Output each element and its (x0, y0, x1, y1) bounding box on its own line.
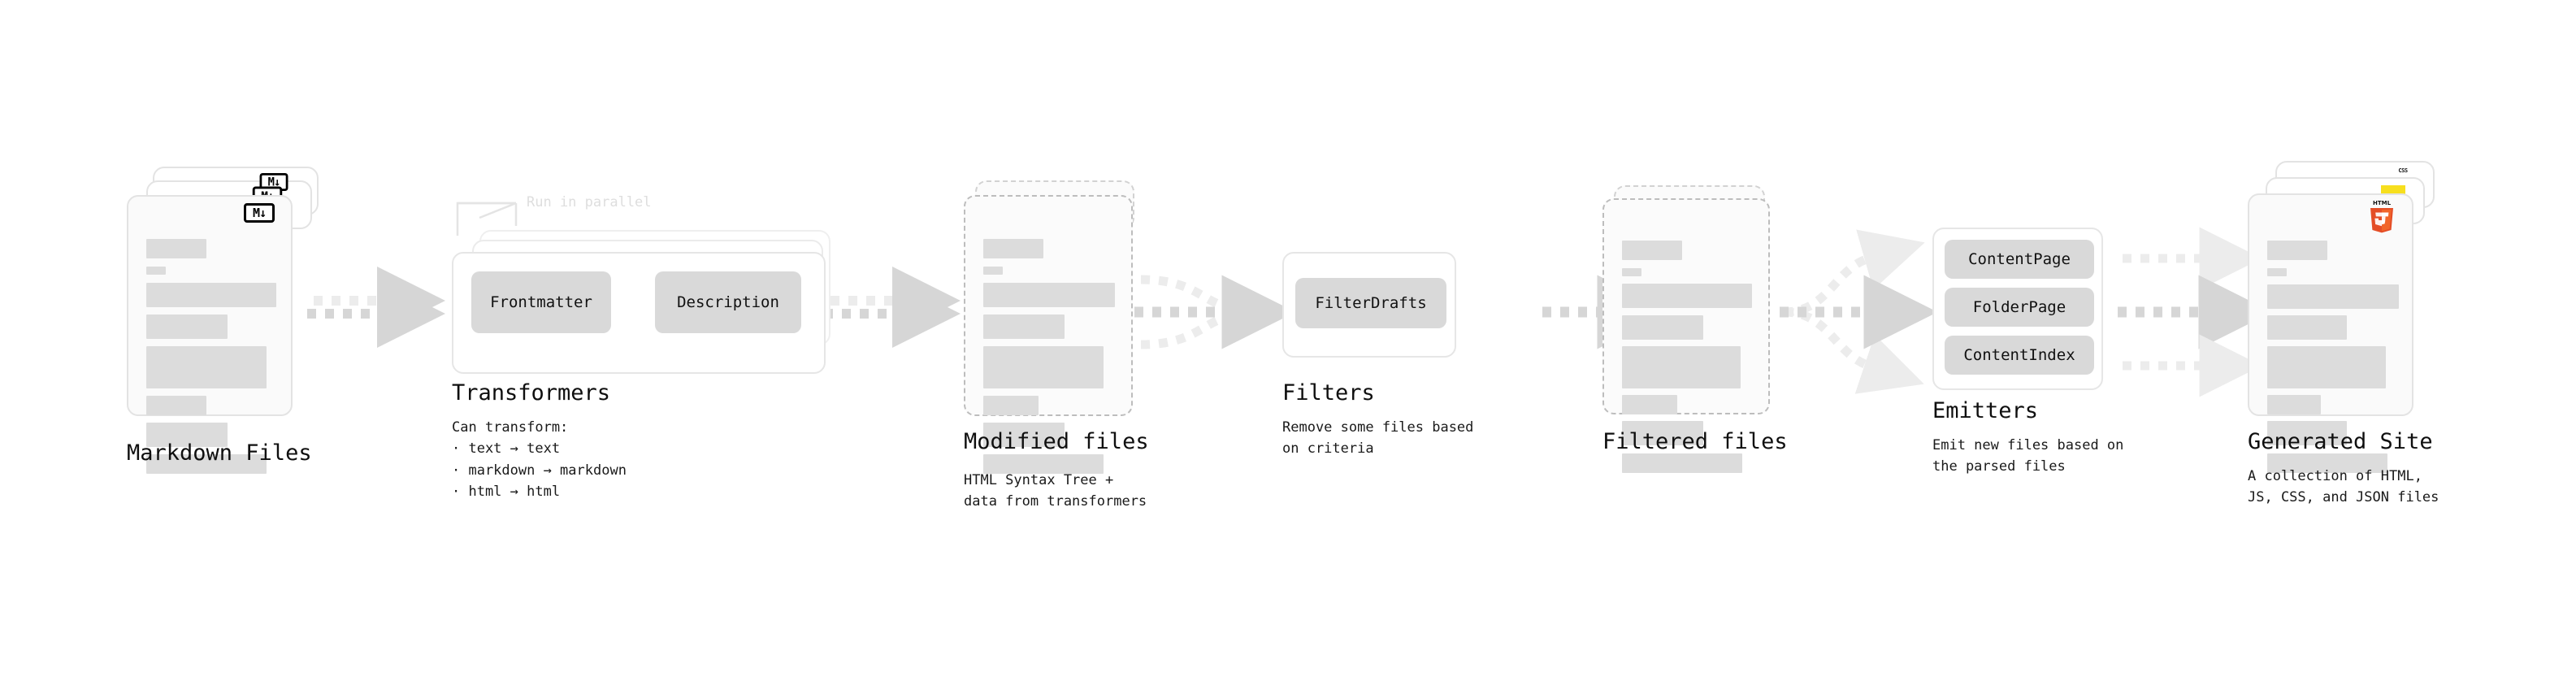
transformer-node-frontmatter[interactable]: Frontmatter (471, 271, 611, 333)
emitter-node-contentindex[interactable]: ContentIndex (1945, 336, 2094, 375)
html5-badge-icon: HTML (2368, 199, 2396, 233)
placeholder-bar (983, 283, 1115, 307)
svg-text:HTML: HTML (2373, 200, 2392, 206)
modified-card-front (964, 195, 1133, 474)
stage-description-generated-site: A collection of HTML, JS, CSS, and JSON … (2248, 468, 2439, 506)
placeholder-bar (146, 283, 276, 307)
stage-title-transformers: Transformers (452, 380, 611, 406)
placeholder-bar (983, 239, 1043, 258)
emitter-group: ContentPage FolderPage ContentIndex (1932, 228, 2103, 390)
transformer-node-description[interactable]: Description (655, 271, 801, 333)
filter-node-filterdrafts[interactable]: FilterDrafts (1295, 278, 1446, 328)
placeholder-bar (2267, 315, 2347, 340)
emitter-node-contentpage[interactable]: ContentPage (1945, 240, 2094, 279)
html5-shield-svg: HTML (2370, 200, 2393, 233)
placeholder-bar (983, 396, 1039, 415)
placeholder-bar (146, 267, 166, 275)
connector-markdown-to-transformers (307, 267, 445, 348)
stage-title-filters: Filters (1282, 380, 1375, 406)
placeholder-bar (983, 267, 1003, 275)
placeholder-bar (983, 423, 1065, 447)
stage-description-filters: Remove some files based on criteria (1282, 419, 1474, 458)
placeholder-bar (146, 396, 206, 415)
stage-description-modified-files: HTML Syntax Tree + data from transformer… (964, 472, 1147, 510)
placeholder-bar (146, 423, 228, 447)
placeholder-bar (146, 239, 206, 258)
placeholder-bar (2267, 268, 2287, 276)
stage-title-markdown-files: Markdown Files (127, 440, 312, 466)
placeholder-bar (146, 346, 267, 388)
connector-transformers-to-modified (824, 267, 961, 348)
placeholder-bar (2267, 346, 2386, 388)
placeholder-bar (1622, 453, 1742, 473)
emitter-node-folderpage[interactable]: FolderPage (1945, 288, 2094, 327)
placeholder-bar (2267, 453, 2387, 473)
filtered-card-front (1602, 198, 1770, 473)
connector-emitters-to-site (2118, 227, 2273, 397)
placeholder-bar (2267, 421, 2347, 445)
placeholder-bar (983, 346, 1104, 388)
stage-title-generated-site: Generated Site (2248, 429, 2433, 454)
placeholder-bar (983, 454, 1104, 474)
filter-group: FilterDrafts (1282, 252, 1456, 358)
placeholder-bar (2267, 395, 2321, 414)
markdown-badge-icon: M↓ (244, 203, 275, 223)
placeholder-bar (2267, 284, 2399, 309)
placeholder-bar (146, 454, 267, 474)
placeholder-bar (1622, 346, 1741, 388)
stage-description-transformers: Can transform: · text → text · markdown … (452, 419, 627, 501)
connector-filtered-to-emitters (1780, 229, 1938, 394)
placeholder-bar (146, 314, 228, 339)
placeholder-bar (983, 314, 1065, 339)
markdown-card-front (127, 195, 293, 474)
stage-title-emitters: Emitters (1932, 398, 2039, 423)
stage-description-emitters: Emit new files based on the parsed files (1932, 437, 2124, 475)
placeholder-bar (1622, 241, 1682, 260)
stage-title-modified-files: Modified files (964, 429, 1149, 454)
placeholder-bar (1622, 268, 1641, 276)
stage-title-filtered-files: Filtered files (1602, 429, 1788, 454)
placeholder-bar (1622, 421, 1703, 445)
connector-modified-to-filters (1134, 275, 1296, 349)
run-in-parallel-annotation: Run in parallel (527, 194, 652, 210)
placeholder-bar (1622, 284, 1752, 308)
placeholder-bar (1622, 395, 1677, 414)
placeholder-bar (2267, 241, 2327, 260)
transformer-group-front: Frontmatter Description (452, 252, 826, 374)
placeholder-bar (1622, 315, 1703, 340)
